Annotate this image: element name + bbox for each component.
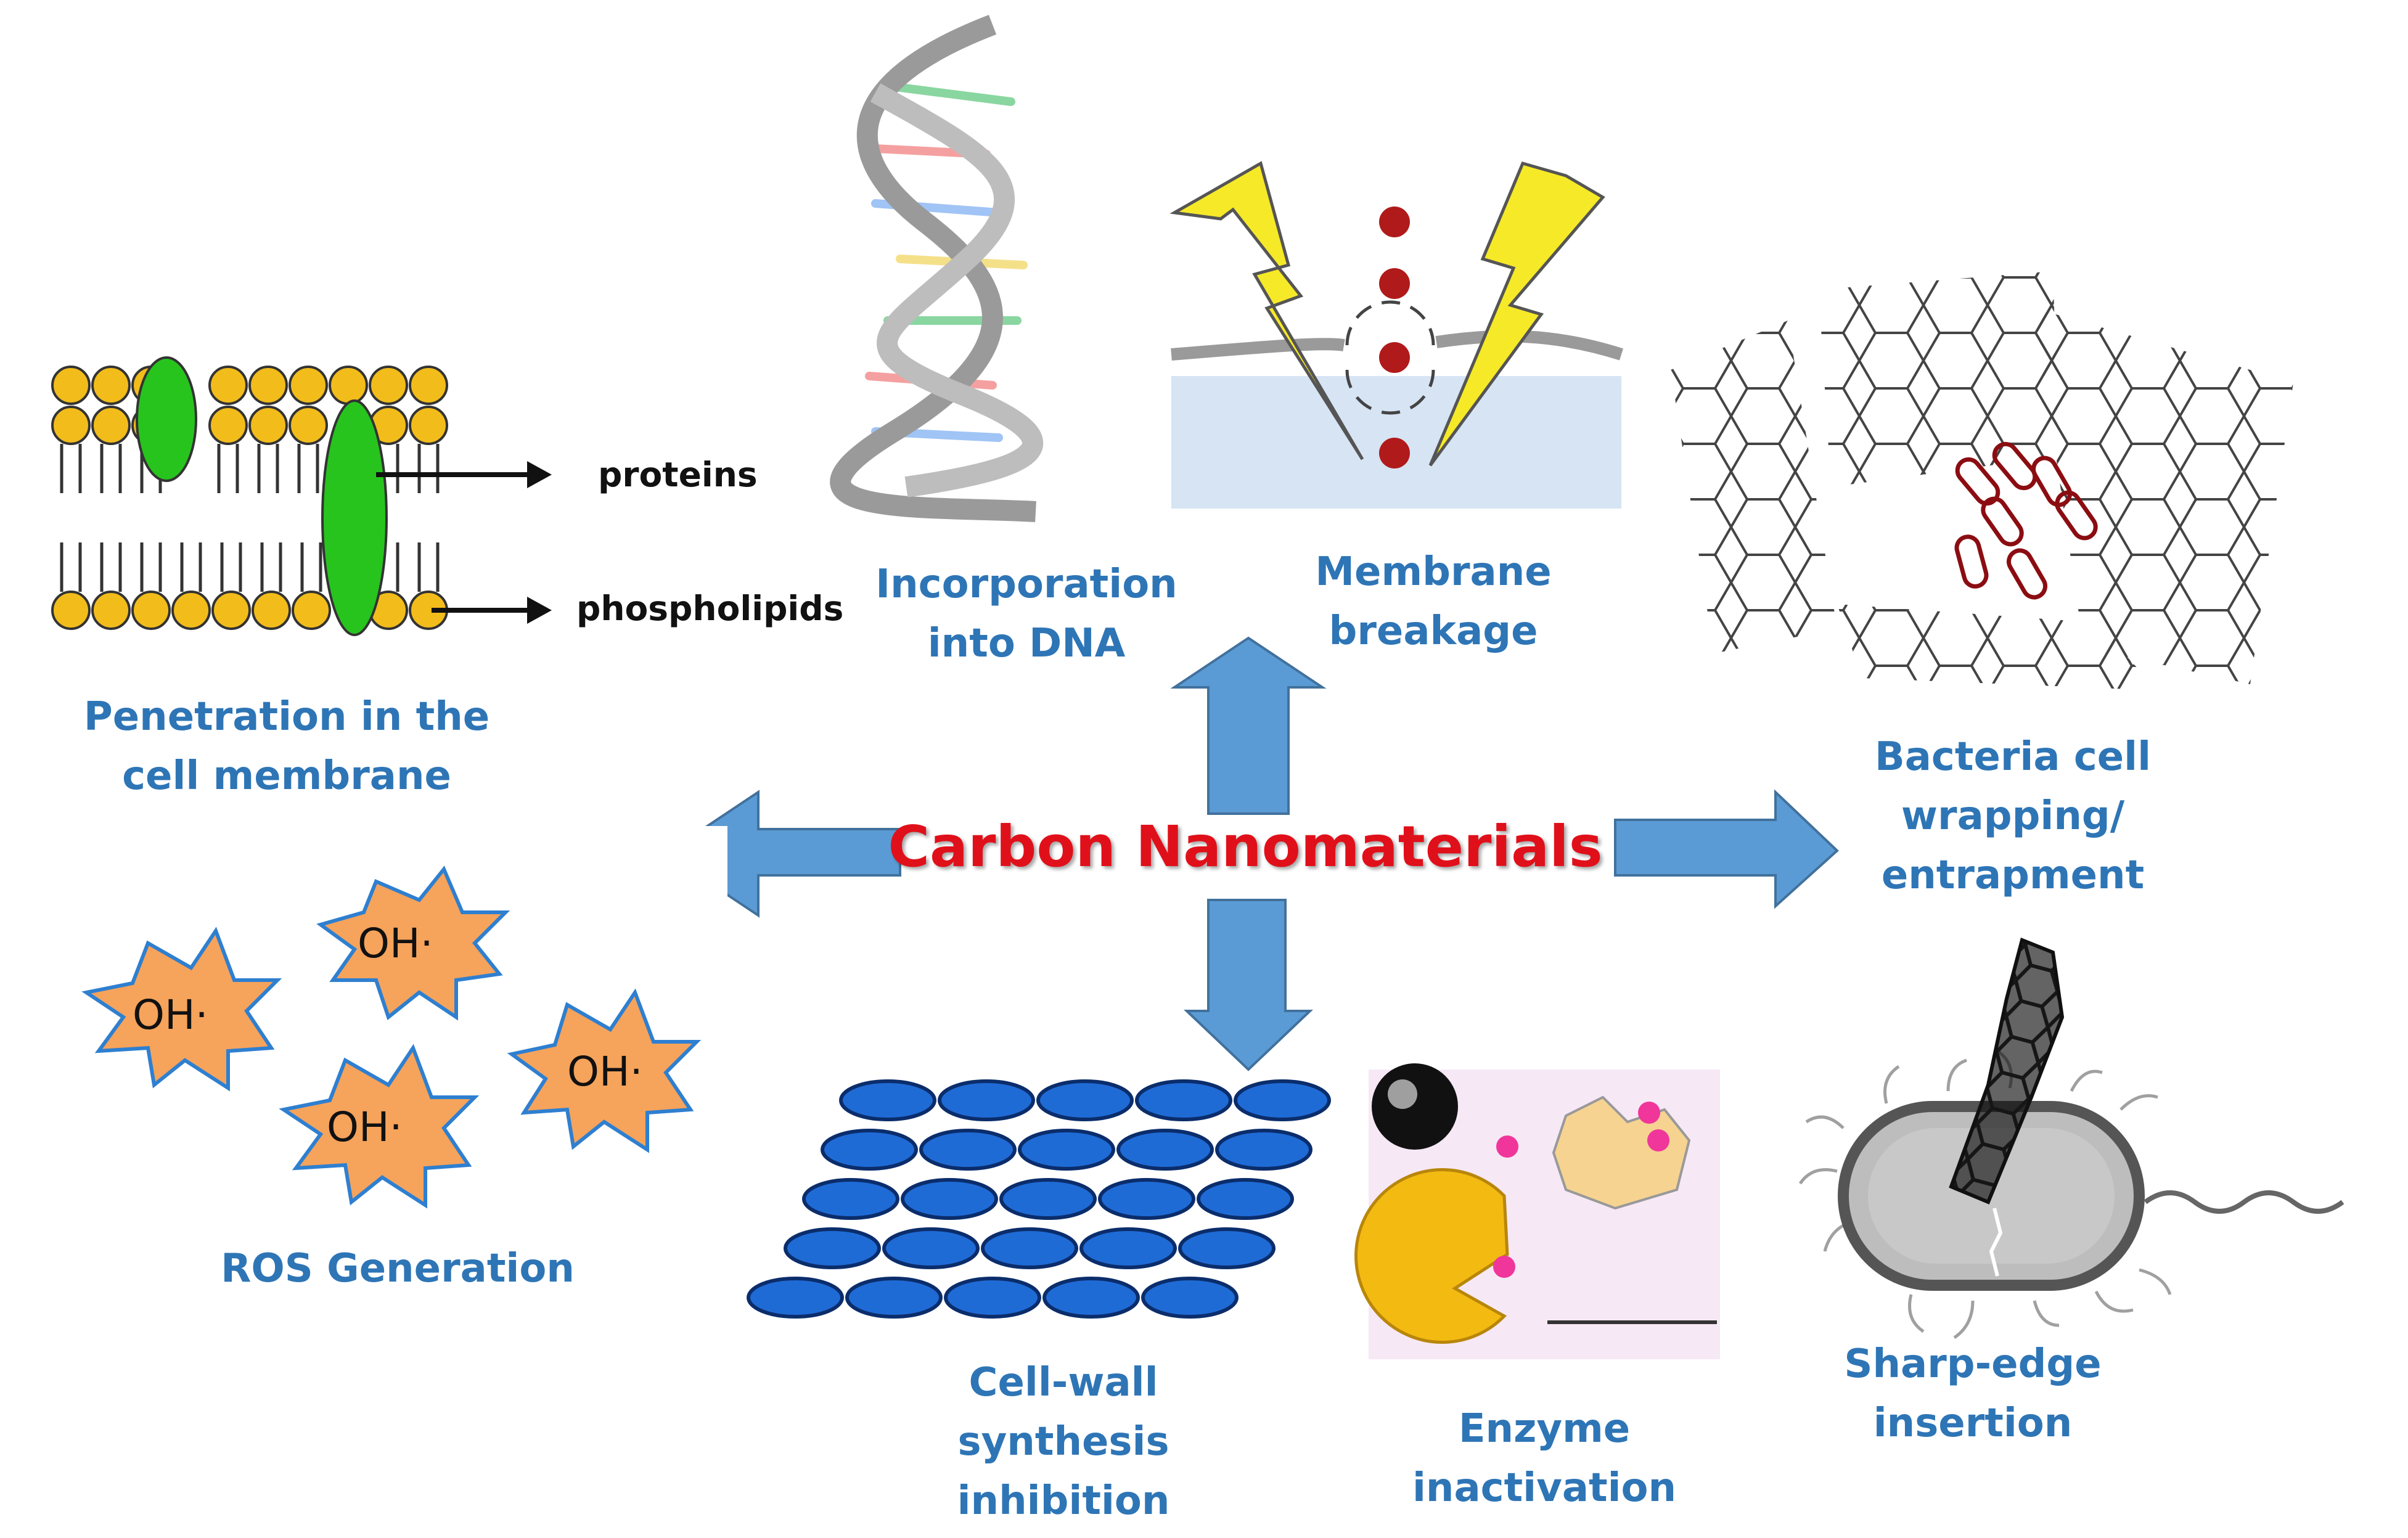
label-ros-generation: ROS Generation [221,1246,575,1291]
enzyme-icon [1354,1063,1720,1359]
lightning-icon [1169,139,1624,509]
label-sharp-edge: Sharp-edge insertion [1844,1341,2102,1446]
phospholipids-callout: phospholipids [576,589,844,628]
arrow-right [1614,789,1839,909]
bacterium-icon [1798,937,2345,1340]
label-incorporation-dna: Incorporation into DNA [875,562,1177,666]
ros-badge-4: OH· [327,1103,403,1151]
label-enzyme: Enzyme inactivation [1412,1406,1677,1511]
ros-badge-3: OH· [567,1048,643,1095]
arrows [663,636,1839,1071]
ros-badge-1: OH· [358,920,433,967]
graphene-wrap-icon [1671,271,2293,690]
label-cell-wall: Cell-wall synthesis inhibition [957,1360,1170,1524]
label-membrane-breakage: Membrane breakage [1315,549,1552,654]
cell-wall-icon [747,1079,1331,1319]
center-label: Carbon Nanomaterials [888,814,1603,880]
dna-icon [830,15,1044,522]
arrow-up [1170,636,1327,815]
label-bacteria-wrapping: Bacteria cell wrapping/ entrapment [1874,734,2152,898]
arrow-down [1183,899,1314,1071]
membrane-icon [37,351,567,672]
label-penetration: Penetration in the cell membrane [83,694,490,799]
ros-icon [81,826,727,1209]
ros-badge-2: OH· [133,991,208,1039]
proteins-callout: proteins [598,455,758,494]
